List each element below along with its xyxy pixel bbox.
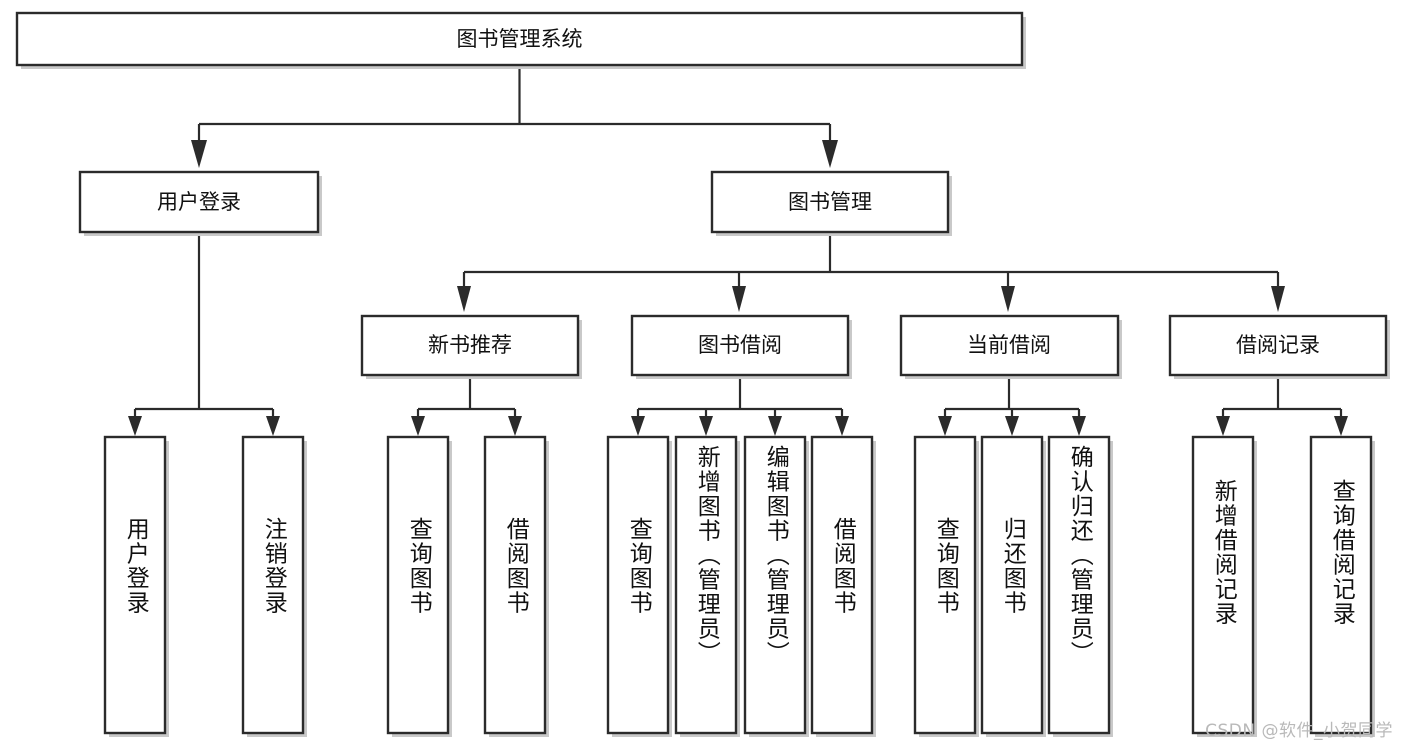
- arrowhead-leaf-borrow-book-recommend: [508, 416, 522, 436]
- leaf-node-query-book-current[interactable]: [913, 435, 979, 737]
- leaf-node-logout-login[interactable]: [241, 435, 307, 737]
- leaf-return-book-rect: [980, 435, 1044, 735]
- leaf-node-edit-book-admin[interactable]: [743, 435, 809, 737]
- connector-group-book-management: [457, 232, 1285, 312]
- connector-group-new-book-recommend: [411, 375, 522, 436]
- leaf-node-return-book[interactable]: [980, 435, 1046, 737]
- leaf-query-book-borrow-rect: [606, 435, 670, 735]
- arrowhead-leaf-borrow-book: [835, 416, 849, 436]
- node-root[interactable]: 图书管理系统: [15, 11, 1026, 69]
- leaf-node-query-borrow-record[interactable]: [1309, 435, 1375, 737]
- node-user-login-label: 用户登录: [157, 190, 241, 214]
- leaf-add-borrow-record-rect: [1191, 435, 1255, 735]
- arrowhead-book-management: [822, 140, 838, 168]
- leaf-query-book-recommend-rect: [386, 435, 450, 735]
- leaf-node-add-borrow-record[interactable]: [1191, 435, 1257, 737]
- arrowhead-leaf-confirm-return-admin: [1072, 416, 1086, 436]
- node-user-login-rect: [78, 170, 320, 234]
- arrowhead-leaf-return-book: [1005, 416, 1019, 436]
- node-root-label: 图书管理系统: [457, 27, 583, 51]
- arrowhead-leaf-query-borrow-record: [1334, 416, 1348, 436]
- node-borrow-record-label: 借阅记录: [1236, 333, 1320, 357]
- leaf-node-group: [103, 435, 1375, 737]
- node-borrow-record-rect: [1168, 314, 1388, 377]
- connector-group-borrow-record: [1216, 375, 1348, 436]
- connector-group-root: [191, 65, 838, 168]
- arrowhead-borrow-record: [1271, 286, 1285, 312]
- node-book-management-label: 图书管理: [788, 190, 872, 214]
- node-current-borrow-rect: [899, 314, 1120, 377]
- leaf-borrow-book-rect: [810, 435, 874, 735]
- arrowhead-leaf-logout-login: [266, 416, 280, 436]
- node-current-borrow[interactable]: 当前借阅: [899, 314, 1122, 379]
- arrowhead-leaf-edit-book-admin: [768, 416, 782, 436]
- leaf-query-borrow-record-rect: [1309, 435, 1373, 735]
- leaf-node-query-book-recommend[interactable]: [386, 435, 452, 737]
- arrowhead-leaf-query-book-current: [938, 416, 952, 436]
- leaf-add-book-admin-rect: [674, 435, 738, 735]
- arrowhead-leaf-query-book-recommend: [411, 416, 425, 436]
- arrowhead-leaf-query-book-borrow: [631, 416, 645, 436]
- node-new-book-recommend[interactable]: 新书推荐: [360, 314, 582, 379]
- leaf-node-borrow-book-recommend[interactable]: [483, 435, 549, 737]
- arrowhead-user-login: [191, 140, 207, 168]
- leaf-node-borrow-book[interactable]: [810, 435, 876, 737]
- connector-group-user-login: [128, 232, 280, 436]
- leaf-logout-login-rect: [241, 435, 305, 735]
- arrowhead-leaf-add-borrow-record: [1216, 416, 1230, 436]
- node-root-rect: [15, 11, 1024, 67]
- arrowhead-leaf-user-login: [128, 416, 142, 436]
- arrowhead-current-borrow: [1001, 286, 1015, 312]
- node-current-borrow-label: 当前借阅: [967, 333, 1051, 357]
- arrowhead-book-borrow: [732, 286, 746, 312]
- node-book-borrow[interactable]: 图书借阅: [630, 314, 852, 379]
- connector-group-book-borrow: [631, 375, 849, 436]
- node-book-management-rect: [710, 170, 950, 234]
- leaf-confirm-return-admin-rect: [1047, 435, 1111, 735]
- arrowhead-leaf-add-book-admin: [699, 416, 713, 436]
- leaf-edit-book-admin-rect: [743, 435, 807, 735]
- leaf-node-user-login[interactable]: [103, 435, 169, 737]
- leaf-node-confirm-return-admin[interactable]: [1047, 435, 1113, 737]
- leaf-user-login-rect: [103, 435, 167, 735]
- node-new-book-recommend-rect: [360, 314, 580, 377]
- node-borrow-record[interactable]: 借阅记录: [1168, 314, 1390, 379]
- node-book-management[interactable]: 图书管理: [710, 170, 952, 236]
- leaf-query-book-current-rect: [913, 435, 977, 735]
- leaf-node-query-book-borrow[interactable]: [606, 435, 672, 737]
- node-book-borrow-rect: [630, 314, 850, 377]
- csdn-watermark: CSDN @软件_小贺同学: [1205, 721, 1393, 741]
- leaf-borrow-book-recommend-rect: [483, 435, 547, 735]
- node-new-book-recommend-label: 新书推荐: [428, 333, 512, 357]
- connector-group-current-borrow: [938, 375, 1086, 436]
- leaf-node-add-book-admin[interactable]: [674, 435, 740, 737]
- arrowhead-new-book-recommend: [457, 286, 471, 312]
- node-book-borrow-label: 图书借阅: [698, 333, 782, 357]
- node-user-login[interactable]: 用户登录: [78, 170, 322, 236]
